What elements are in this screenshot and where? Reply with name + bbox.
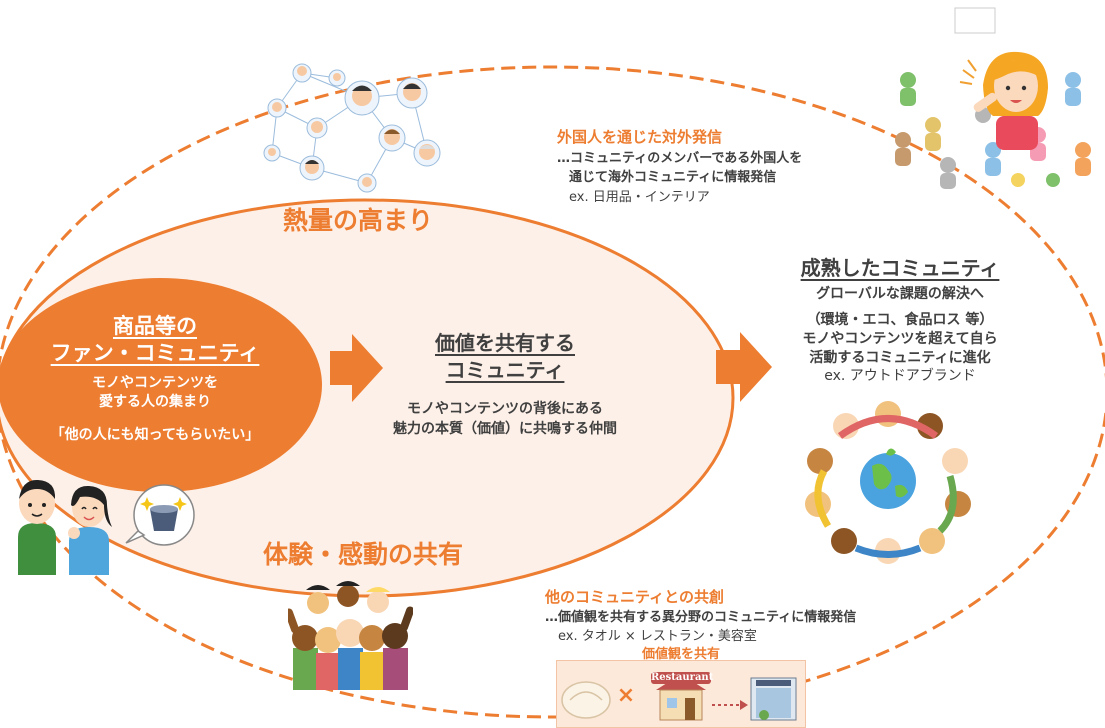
two-people-sharing-illustration — [18, 479, 195, 575]
fan-community-title-line2: ファン・コミュニティ — [50, 341, 260, 365]
mature-community-line3: モノやコンテンツを超えて自ら — [802, 331, 998, 347]
value-community-desc-line2: 魅力の本質（価値）に共鳴する仲間 — [393, 421, 617, 437]
mature-community-line2: （環境・エコ、食品ロス 等） — [806, 312, 994, 328]
foreigner-speaking-illustration — [895, 51, 1091, 189]
value-community-desc-line1: モノやコンテンツの背後にある — [407, 401, 603, 417]
value-community-title-line1: 価値を共有する — [435, 331, 575, 355]
arrow-right-1 — [330, 334, 383, 402]
heat-rising-heading: 熱量の高まり — [282, 206, 433, 235]
mature-community-line1: グローバルな課題の解決へ — [816, 286, 984, 302]
crowd-cheering-illustration — [288, 581, 413, 690]
fan-community-ellipse — [0, 278, 322, 492]
value-community-title-line2: コミュニティ — [445, 358, 565, 382]
shared-values-label: 価値観を共有 — [641, 647, 720, 662]
foreigner-outreach-line2: 通じて海外コミュニティに情報発信 — [569, 170, 777, 185]
outer-dashed-ellipse — [0, 65, 1105, 719]
cocreation-line1: …価値観を共有する異分野のコミュニティに情報発信 — [545, 610, 857, 625]
times-symbol: × — [616, 683, 636, 708]
mature-community-line4: 活動するコミュニティに進化 — [809, 350, 991, 366]
restaurant-sign-text: Restaurant — [651, 672, 714, 683]
cocreation-example: ex. タオル × レストラン・美容室 — [558, 629, 757, 644]
fan-community-quote: 「他の人にも知ってもらいたい」 — [50, 427, 260, 443]
shared-experience-heading: 体験・感動の共有 — [262, 540, 463, 569]
mature-community-title: 成熟したコミュニティ — [800, 256, 1000, 280]
fan-community-title-line1: 商品等の — [113, 314, 197, 338]
arrow-right-2 — [716, 332, 772, 402]
foreigner-outreach-title: 外国人を通じた対外発信 — [557, 128, 723, 146]
network-people-illustration — [263, 63, 441, 193]
cocreation-title: 他のコミュニティとの共創 — [545, 588, 724, 606]
cocreation-icons — [561, 672, 797, 721]
foreigner-outreach-example: ex. 日用品・インテリア — [569, 190, 710, 205]
foreigner-outreach-line1: …コミュニティのメンバーである外国人を — [557, 151, 803, 166]
global-circle-people-illustration — [805, 401, 971, 564]
small-frame — [954, 7, 996, 34]
fan-community-desc-line2: 愛する人の集まり — [99, 394, 211, 410]
mature-community-example: ex. アウトドアブランド — [824, 368, 976, 384]
fan-community-desc-line1: モノやコンテンツを — [92, 375, 218, 391]
